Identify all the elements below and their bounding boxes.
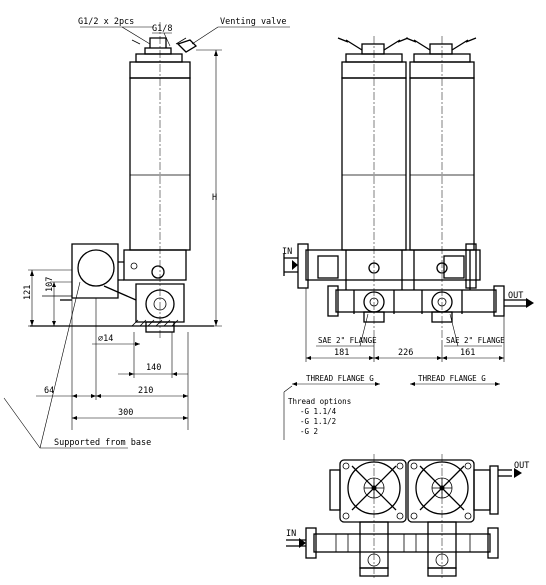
ports-label: G1/2 x 2pcs — [78, 17, 134, 27]
dim-161: 161 — [460, 348, 475, 358]
out-label-right: OUT — [508, 291, 523, 301]
dim-64: 64 — [44, 386, 54, 396]
supported-leader — [3, 281, 128, 449]
venting-valve-body — [176, 39, 198, 53]
in-label-left: IN — [282, 247, 292, 257]
side-view: H 121 107 ⌀14 140 64 210 300 Sup — [3, 17, 290, 449]
venting-valve-label: Venting valve — [220, 17, 287, 27]
thread-options-title: Thread options — [288, 397, 351, 406]
side-inlet-port — [77, 249, 115, 287]
out-label-bottom: OUT — [514, 461, 529, 471]
side-cap-ring — [135, 53, 183, 63]
front-view: IN OUT SAE 2" FLANGE SAE 2" FLANGE 181 2… — [282, 36, 534, 440]
side-inlet-block — [71, 243, 119, 299]
front-manifold — [305, 249, 481, 281]
side-handle — [149, 37, 167, 48]
top-housing-right — [407, 459, 475, 523]
top-pipe — [313, 533, 491, 553]
top-view: OUT IN — [286, 454, 529, 580]
thread-right-label: THREAD FLANGE G — [418, 374, 486, 383]
side-base-hatch — [131, 319, 179, 327]
flange-right-label: SAE 2" FLANGE — [446, 336, 505, 345]
dim-300: 300 — [118, 408, 133, 418]
top-housing-left — [339, 459, 407, 523]
dim-121: 121 — [23, 285, 33, 300]
dim-107: 107 — [45, 277, 55, 292]
port-single-label: G1/8 — [152, 24, 172, 34]
dim-140: 140 — [146, 363, 161, 373]
front-handle-right — [413, 39, 469, 51]
dim-dia14: ⌀14 — [98, 334, 113, 344]
thread-option-2: -G 1.1/2 — [300, 417, 336, 426]
thread-option-3: -G 2 — [300, 427, 318, 436]
side-housing — [123, 249, 187, 281]
side-valve — [135, 283, 185, 323]
dim-181: 181 — [334, 348, 349, 358]
in-label-bottom: IN — [286, 529, 296, 539]
front-valve-pipe — [335, 289, 497, 313]
supported-label: Supported from base — [54, 438, 151, 448]
dim-226: 226 — [398, 348, 413, 358]
dim-210: 210 — [138, 386, 153, 396]
front-handle-left — [345, 39, 401, 51]
thread-option-1: -G 1.1/4 — [300, 407, 337, 416]
height-label: H — [212, 193, 217, 203]
thread-left-label: THREAD FLANGE G — [306, 374, 374, 383]
side-cap-hub — [144, 47, 172, 55]
flange-left-label: SAE 2" FLANGE — [318, 336, 377, 345]
